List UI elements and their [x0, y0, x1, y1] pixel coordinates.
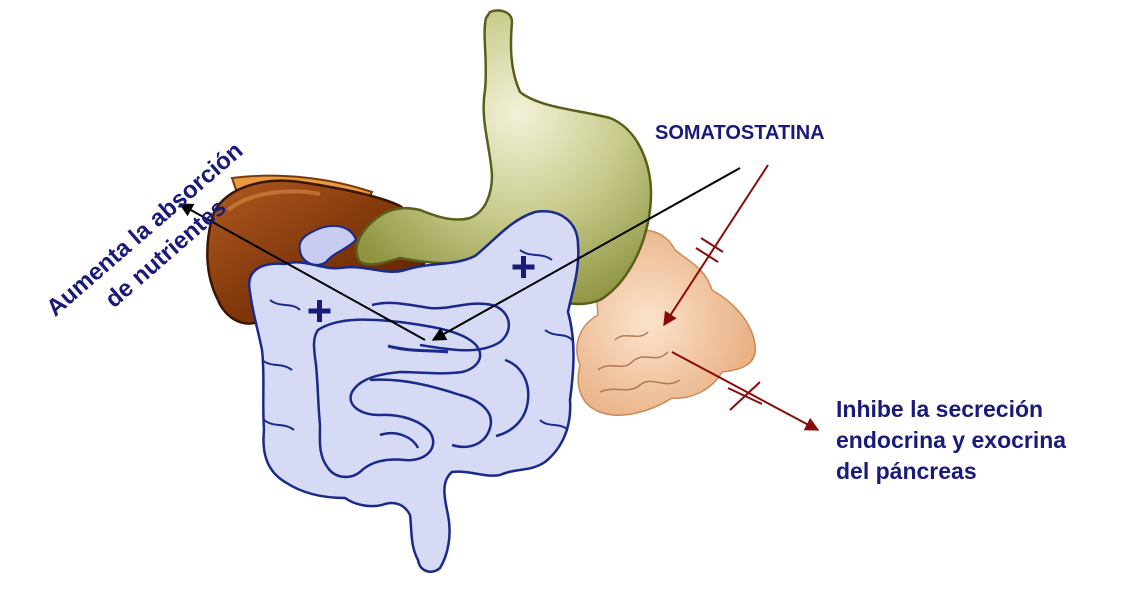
pancreas-effect-label: Inhibe la secreción endocrina y exocrina… [836, 394, 1066, 487]
pancreas-effect-line3: del páncreas [836, 456, 1066, 487]
pancreas-effect-line2: endocrina y exocrina [836, 425, 1066, 456]
pancreas-effect-line1: Inhibe la secreción [836, 394, 1066, 425]
somatostatin-label: SOMATOSTATINA [655, 122, 825, 145]
